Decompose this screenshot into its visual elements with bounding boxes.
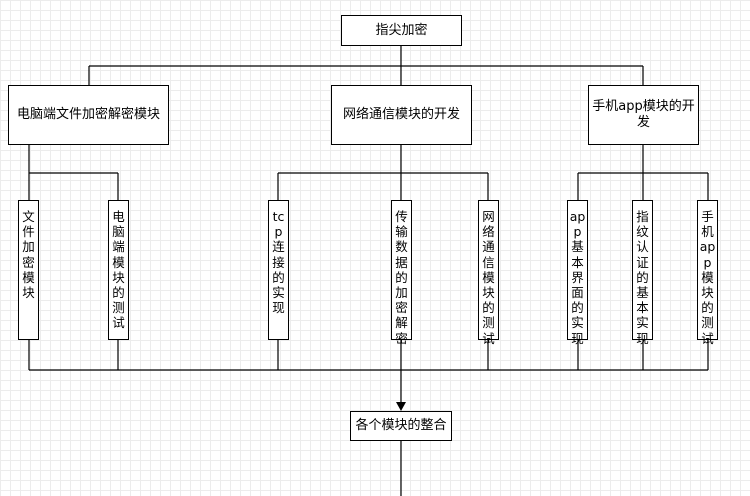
task-net-test-label: 网络通信模块的测试 [482, 209, 495, 346]
module-phone-node: 手机app模块的开发 [588, 85, 699, 145]
integration-node: 各个模块的整合 [350, 411, 452, 441]
module-network-node: 网络通信模块的开发 [331, 85, 472, 145]
task-phone-test-node: 手机app模块的测试 [697, 200, 718, 346]
task-app-ui-node: app基本界面的实现 [567, 200, 588, 346]
task-fingerprint-node: 指纹认证的基本实现 [632, 200, 653, 346]
task-phone-test-label: 手机app模块的测试 [699, 209, 716, 346]
root-label: 指尖加密 [375, 22, 428, 38]
task-transfer-label: 传输数据的加密解密 [395, 209, 408, 346]
task-tcp-label: tcp连接的实现 [272, 209, 285, 316]
task-app-ui-label: app基本界面的实现 [569, 209, 586, 346]
task-pc-test-node: 电脑端模块的测试 [108, 200, 129, 340]
module-phone-label: 手机app模块的开发 [592, 99, 695, 130]
arrowhead-icon [396, 402, 406, 411]
integration-label: 各个模块的整合 [355, 418, 447, 434]
task-transfer-node: 传输数据的加密解密 [391, 200, 412, 346]
task-tcp-node: tcp连接的实现 [268, 200, 289, 340]
root-node: 指尖加密 [341, 15, 462, 46]
task-file-encrypt-label: 文件加密模块 [22, 209, 35, 301]
task-net-test-node: 网络通信模块的测试 [478, 200, 499, 346]
task-file-encrypt-node: 文件加密模块 [18, 200, 39, 340]
module-network-label: 网络通信模块的开发 [342, 107, 460, 123]
module-pc-label: 电脑端文件加密解密模块 [16, 107, 160, 123]
task-pc-test-label: 电脑端模块的测试 [112, 209, 125, 331]
module-pc-node: 电脑端文件加密解密模块 [8, 85, 169, 145]
task-fingerprint-label: 指纹认证的基本实现 [636, 209, 649, 346]
